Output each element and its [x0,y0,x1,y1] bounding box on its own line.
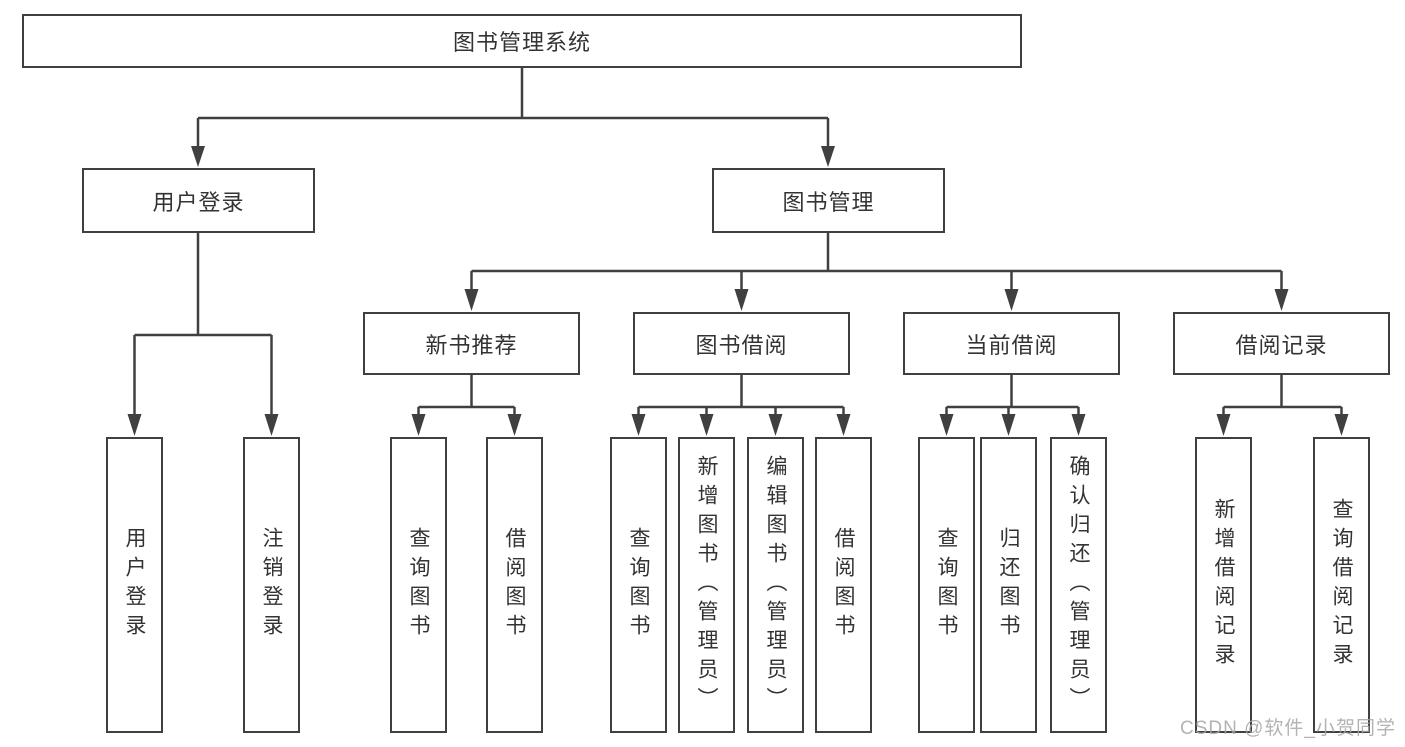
csdn-watermark: CSDN @软件_小贺同学 [1180,718,1396,739]
node-leaf-return-books: 归还图书 [980,437,1037,733]
node-label: 新书推荐 [425,332,518,358]
node-leaf-edit-books-admin: 编辑图书（管理员） [747,437,804,733]
node-label: 新增图书（管理员） [695,454,718,716]
node-label: 查询借阅记录 [1330,498,1353,672]
node-leaf-logout: 注销登录 [243,437,300,733]
node-label: 新增借阅记录 [1212,498,1235,672]
node-label: 借阅图书 [832,527,855,643]
node-borrow-records: 借阅记录 [1173,312,1390,375]
node-leaf-user-login: 用户登录 [106,437,163,733]
node-root-library-system: 图书管理系统 [22,14,1022,68]
node-label: 归还图书 [997,527,1020,643]
node-label: 查询图书 [407,527,430,643]
node-leaf-add-borrow-record: 新增借阅记录 [1195,437,1252,733]
node-label: 用户登录 [123,527,146,643]
node-label: 图书管理 [782,189,875,215]
node-label: 确认归还（管理员） [1067,454,1090,716]
node-leaf-query-books-borrow: 查询图书 [610,437,667,733]
node-book-borrow: 图书借阅 [633,312,850,375]
node-label: 图书借阅 [695,332,788,358]
node-leaf-query-borrow-record: 查询借阅记录 [1313,437,1370,733]
node-new-book-recommend: 新书推荐 [363,312,580,375]
node-current-borrow: 当前借阅 [903,312,1120,375]
node-leaf-borrow-books: 借阅图书 [815,437,872,733]
node-user-login: 用户登录 [82,168,315,233]
node-label: 用户登录 [152,189,245,215]
node-label: 图书管理系统 [452,30,591,55]
node-label: 编辑图书（管理员） [764,454,787,716]
node-leaf-borrow-books-recommend: 借阅图书 [486,437,543,733]
node-label: 借阅图书 [503,527,526,643]
node-book-management: 图书管理 [712,168,945,233]
node-label: 查询图书 [627,527,650,643]
node-label: 注销登录 [260,527,283,643]
node-label: 查询图书 [935,527,958,643]
node-leaf-add-books-admin: 新增图书（管理员） [678,437,735,733]
node-label: 借阅记录 [1235,332,1328,358]
node-leaf-query-books-current: 查询图书 [918,437,975,733]
node-leaf-confirm-return-admin: 确认归还（管理员） [1050,437,1107,733]
node-label: 当前借阅 [965,332,1058,358]
node-leaf-query-books-recommend: 查询图书 [390,437,447,733]
